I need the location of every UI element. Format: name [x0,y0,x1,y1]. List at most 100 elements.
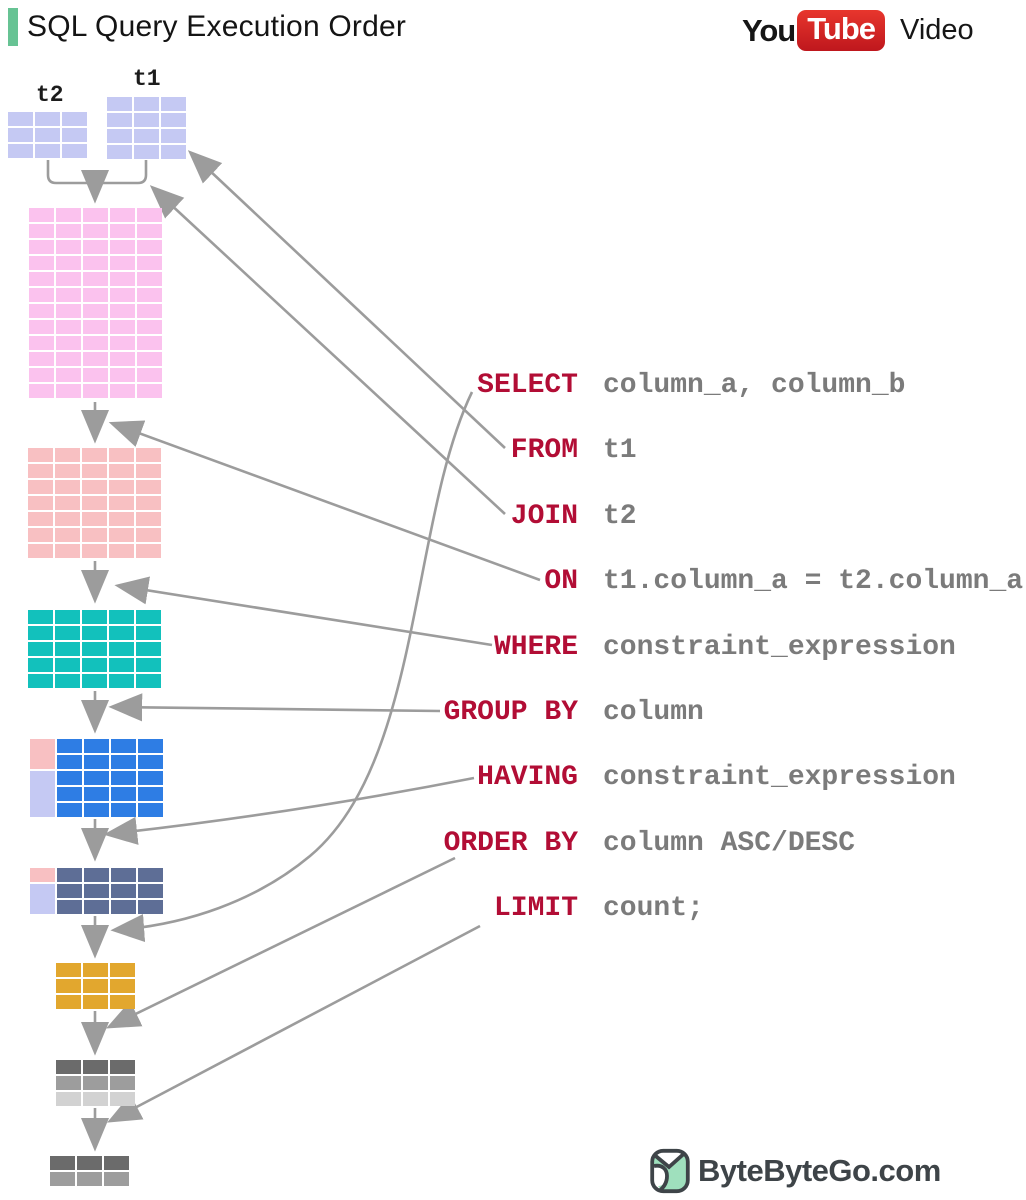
table-cell [56,979,81,993]
sql-keyword: LIMIT [493,893,578,925]
table-cell [55,642,80,656]
table-cell [111,803,136,817]
selected-columns-table [56,963,135,1009]
key-cell [30,771,55,817]
table-cell [29,240,54,254]
limited-rows-table [50,1156,129,1186]
table-cell [62,144,87,158]
table-cell [55,512,80,526]
table-cell [83,240,108,254]
having-filtered-table-key-column [30,868,55,914]
ordered-rows-table-grid [56,1060,135,1106]
table-cell [28,544,53,558]
table-cell [28,674,53,688]
table-cell [28,626,53,640]
table-cell [136,496,161,510]
arrow-groupby-clause [108,693,441,722]
table-cell [136,674,161,688]
table-cell [110,240,135,254]
table-cell [56,336,81,350]
table-cell [136,480,161,494]
table-cell [109,642,134,656]
table-cell [137,368,162,382]
table-cell [110,320,135,334]
table-cell [77,1156,102,1170]
table-cell [82,480,107,494]
table-label-t2: t2 [36,82,64,108]
table-cell [82,448,107,462]
table-cell [110,352,135,366]
table-cell [55,544,80,558]
table-cell [161,129,186,143]
table-cell [83,336,108,350]
table-cell [136,544,161,558]
table-cell [57,868,82,882]
table-cell [82,626,107,640]
table-cell [109,626,134,640]
sql-keyword: JOIN [510,500,578,532]
table-cell [8,112,33,126]
table-cell [136,448,161,462]
table-cell [110,368,135,382]
table-cell [28,496,53,510]
table-cell [138,787,163,801]
table-cell [161,113,186,127]
table-cell [8,144,33,158]
table-cell [56,384,81,398]
table-cell [55,658,80,672]
table-cell [83,963,108,977]
table-cell [84,787,109,801]
table-cell [136,658,161,672]
table-cell [136,464,161,478]
grouped-table-key-column [30,739,55,817]
table-cell [138,739,163,753]
table-cell [138,868,163,882]
table-cell [62,128,87,142]
table-cell [56,352,81,366]
table-cell [56,1092,81,1106]
table-cell [110,995,135,1009]
table-cell [29,352,54,366]
table-cell [56,272,81,286]
table-cell [136,610,161,624]
table-cell [138,755,163,769]
table-cell [109,448,134,462]
table-cell [56,320,81,334]
table-cell [56,963,81,977]
table-cell [111,900,136,914]
table-cell [55,496,80,510]
table-cell [104,1156,129,1170]
table-cell [161,97,186,111]
table-cell [110,224,135,238]
table-cell [109,480,134,494]
sql-argument: column ASC/DESC [603,827,856,859]
table-cell [137,224,162,238]
bytebytego-icon [650,1148,690,1194]
table-cell [111,868,136,882]
table-cell [110,288,135,302]
table-cell [136,626,161,640]
table-cell [28,512,53,526]
source-table-t2 [8,112,87,158]
table-cell [110,208,135,222]
bytebytego-text: ByteByteGo.com [698,1153,941,1188]
table-cell [35,128,60,142]
sql-argument: column [603,697,704,728]
table-cell [110,304,135,318]
sql-argument: constraint_expression [603,762,956,794]
table-cell [57,803,82,817]
table-cell [134,113,159,127]
table-cell [137,240,162,254]
having-filtered-table [30,868,163,914]
table-cell [137,304,162,318]
joined-rows-table [28,448,161,558]
table-cell [83,320,108,334]
table-cell [134,97,159,111]
table-cell [111,771,136,785]
table-cell [83,368,108,382]
key-cell [30,868,55,882]
table-cell [50,1172,75,1186]
table-cell [111,787,136,801]
